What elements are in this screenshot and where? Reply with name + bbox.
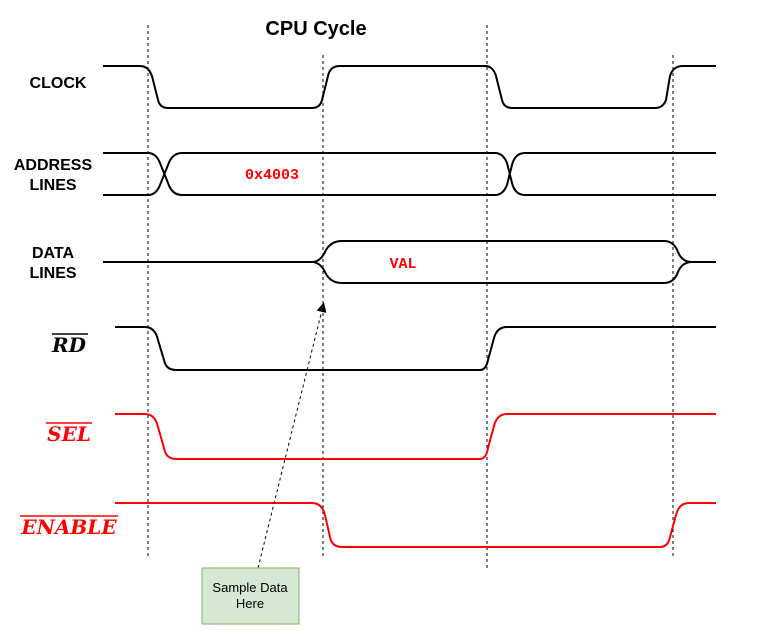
enable-label: ENABLE — [20, 515, 117, 539]
enable-waveform — [115, 502, 716, 548]
sel-waveform — [115, 413, 716, 460]
note-line1: Sample Data — [212, 580, 288, 595]
note-box — [201, 567, 300, 625]
data-waveform — [103, 240, 716, 284]
sample-arrow — [257, 302, 327, 569]
clock-waveform — [103, 65, 716, 109]
rd-label: RD — [51, 333, 87, 357]
sel-label: SEL — [47, 422, 91, 446]
data-label-line2: LINES — [29, 265, 76, 282]
address-label-line2: LINES — [29, 177, 76, 194]
data-value: VAL — [389, 256, 416, 273]
diagram-title: CPU Cycle — [265, 18, 366, 40]
address-waveform — [103, 152, 716, 196]
address-label-line1: ADDRESS — [14, 157, 93, 174]
sample-data-note[interactable]: Sample Data Here — [201, 567, 300, 625]
address-value: 0x4003 — [245, 167, 299, 184]
clock-label: CLOCK — [30, 75, 87, 92]
data-label-line1: DATA — [32, 245, 75, 262]
note-line2: Here — [236, 596, 264, 611]
cycle-boundary-lines — [147, 25, 674, 570]
rd-waveform — [115, 326, 716, 371]
